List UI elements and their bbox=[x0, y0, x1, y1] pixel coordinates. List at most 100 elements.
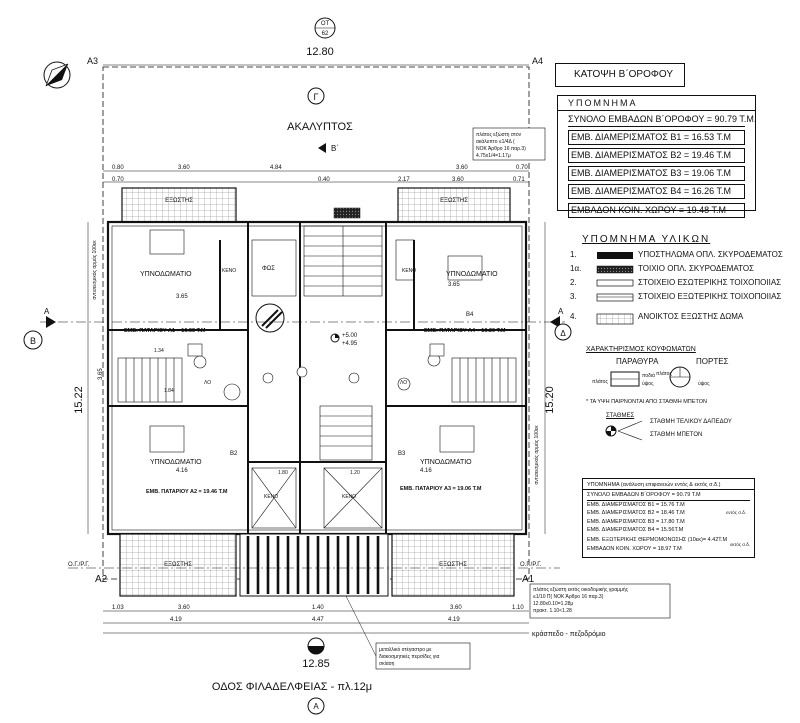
curb-label: κράσπεδο - πεζοδρόμιο bbox=[532, 630, 606, 638]
legend-area-b1: ΕΜΒ. ΔΙΑΜΕΡΙΣΜΑΤΟΣ Β1 = 16.53 Τ.Μ bbox=[568, 130, 745, 145]
dimension-chain-bottom bbox=[103, 610, 529, 634]
thermal-b2: ΕΜΒ. ΔΙΑΜΕΡΙΣΜΑΤΟΣ Β2 = 18.46 Τ.Μ bbox=[587, 510, 685, 517]
level-marker: +5.00 +4.95 bbox=[330, 333, 358, 347]
thermal-total: ΣΥΝΟΛΟ ΕΜΒΑΔΩΝ Β΄ΟΡΟΦΟΥ = 90.79 Τ.Μ bbox=[587, 491, 750, 501]
left-depth-dimension: 15.22 bbox=[73, 386, 85, 414]
svg-text:Γ: Γ bbox=[314, 92, 319, 102]
metal-canopy-louvres bbox=[239, 533, 389, 597]
svg-text:A: A bbox=[558, 307, 564, 316]
svg-text:0.71: 0.71 bbox=[513, 177, 525, 183]
area-label-a2: ΕΜΒ. ΠΑΤΑΡΙΟΥ Α2 = 19.46 Τ.Μ bbox=[146, 489, 228, 495]
ot-block-marker: ΟΤ 62 bbox=[314, 17, 336, 39]
corner-label-a1: A1 bbox=[522, 574, 535, 585]
legend-materials: ΥΠΟΜΝΗΜΑ ΥΛΙΚΩΝ 1.ΥΠΟΣΤΗΛΩΜΑ ΟΠΛ. ΣΚΥΡΟΔ… bbox=[570, 234, 790, 326]
akalyptos-label: ΑΚΑΛΥΠΤΟΣ bbox=[287, 121, 353, 133]
material-column-label: ΥΠΟΣΤΗΛΩΜΑ ΟΠΛ. ΣΚΥΡΟΔΕΜΑΤΟΣ bbox=[638, 250, 783, 259]
thermal-brace-note: εντός σ.δ. bbox=[726, 510, 746, 515]
svg-text:0.70: 0.70 bbox=[112, 177, 124, 183]
svg-text:B3: B3 bbox=[398, 451, 406, 457]
svg-text:ΕΞΩΣΤΗΣ: ΕΞΩΣΤΗΣ bbox=[164, 562, 192, 568]
svg-text:2.17: 2.17 bbox=[398, 177, 410, 183]
svg-text:4.84: 4.84 bbox=[270, 165, 282, 171]
legend-areas-title: ΥΠΟΜΝΗΜΑ bbox=[558, 96, 755, 111]
svg-text:Δ: Δ bbox=[560, 329, 566, 338]
svg-text:3.60: 3.60 bbox=[178, 165, 190, 171]
street-label: ΟΔΟΣ ΦΙΛΑΔΕΛΦΕΙΑΣ - πλ.12μ bbox=[212, 681, 372, 693]
svg-text:ΕΞΩΣΤΗΣ: ΕΞΩΣΤΗΣ bbox=[439, 562, 467, 568]
area-label-a4: ΕΜΒ. ΠΑΤΑΡΙΟΥ Α4 = 16.26 Τ.Μ bbox=[424, 328, 506, 334]
right-depth-dimension: 15.20 bbox=[544, 386, 556, 414]
openings-title: ΧΑΡΑΚΤΗΡΙΣΜΟΣ ΚΟΥΦΩΜΑΤΩΝ bbox=[586, 346, 696, 353]
svg-text:ΚΕΝΟ: ΚΕΝΟ bbox=[222, 268, 236, 274]
dimension-chain-top bbox=[103, 170, 529, 183]
title-block: ΚΑΤΟΨΗ Β΄ΟΡΟΦΟΥ bbox=[555, 63, 685, 87]
top-width-dimension: 12.80 bbox=[306, 46, 334, 58]
svg-text:1.20: 1.20 bbox=[350, 470, 360, 476]
svg-text:4.16: 4.16 bbox=[420, 468, 432, 474]
corner-label-a3: A3 bbox=[87, 56, 98, 66]
corner-label-a4: A4 bbox=[532, 56, 543, 66]
central-stair-bottom bbox=[319, 405, 373, 461]
material-open-balcony-label: ΑΝΟΙΚΤΟΣ ΕΞΩΣΤΗΣ ΔΩΜΑ bbox=[638, 312, 744, 321]
right-stair bbox=[451, 357, 517, 403]
svg-text:1.34: 1.34 bbox=[154, 348, 164, 354]
left-stair bbox=[117, 357, 183, 403]
bathroom-fixtures bbox=[187, 343, 445, 401]
side-note-left: αντισεισμικός αρμός 100εκ bbox=[91, 240, 98, 300]
svg-text:A: A bbox=[313, 702, 319, 711]
interior-walls bbox=[108, 222, 526, 534]
section-a-left-marker bbox=[46, 316, 56, 328]
svg-text:ΕΞΩΣΤΗΣ: ΕΞΩΣΤΗΣ bbox=[165, 198, 193, 204]
svg-text:3.60: 3.60 bbox=[456, 165, 468, 171]
svg-text:ΚΕΝΟ: ΚΕΝΟ bbox=[264, 494, 278, 500]
room-bedroom-b2: ΥΠΝΟΔΩΜΑΤΙΟ bbox=[150, 459, 202, 466]
level-concrete-label: ΣΤΑΘΜΗ ΜΠΕΤΟΝ bbox=[650, 432, 703, 438]
openings-window-label: ΠΑΡΑΘΥΡΑ bbox=[616, 357, 659, 366]
bottom-note: πλάτος εξώστη εκτός οικοδομικής γραμμής … bbox=[533, 586, 629, 614]
svg-text:A: A bbox=[44, 307, 50, 316]
og-label-left: Ο.Γ./Ρ.Γ. bbox=[68, 562, 90, 568]
material-wall-label: ΤΟΙΧΙΟ ΟΠΛ. ΣΚΥΡΟΔΕΜΑΤΟΣ bbox=[638, 264, 754, 273]
central-core-icon bbox=[255, 303, 285, 333]
corner-label-a2: A2 bbox=[95, 574, 108, 585]
ot-tag: ΟΤ bbox=[321, 21, 330, 27]
room-bedroom-b1: ΥΠΝΟΔΩΜΑΤΙΟ bbox=[140, 271, 192, 278]
beds bbox=[149, 229, 483, 453]
side-note-right: αντισεισμικός αρμός 100εκ bbox=[533, 425, 540, 485]
north-arrow-icon bbox=[43, 61, 71, 89]
svg-text:3.60: 3.60 bbox=[452, 177, 464, 183]
section-b-left-marker: B bbox=[23, 330, 43, 350]
og-label-right: Ο.Γ./Ρ.Γ. bbox=[520, 562, 542, 568]
bottom-width-dimension: 12.85 bbox=[302, 658, 330, 670]
level-floor-label: ΣΤΑΘΜΗ ΤΕΛΙΚΟΥ ΔΑΠΕΔΟΥ bbox=[650, 419, 732, 425]
legend-materials-title: ΥΠΟΜΝΗΜΑ ΥΛΙΚΩΝ bbox=[582, 234, 711, 245]
legend-area-b4: ΕΜΒ. ΔΙΑΜΕΡΙΣΜΑΤΟΣ Β4 = 16.26 Τ.Μ bbox=[568, 184, 745, 199]
voids bbox=[251, 239, 415, 529]
svg-text:0.40: 0.40 bbox=[318, 177, 330, 183]
svg-text:ΛΟ: ΛΟ bbox=[400, 380, 407, 386]
ot-number: 62 bbox=[322, 31, 329, 37]
svg-text:3.65: 3.65 bbox=[176, 294, 188, 300]
openings-note: * ΤΑ ΥΨΗ ΠΑΙΡΝΟΝΤΑΙ ΑΠΟ ΣΤΑΘΜΗ ΜΠΕΤΟΝ bbox=[586, 399, 707, 405]
section-gamma-marker: Γ bbox=[307, 87, 325, 105]
area-label-a3: ΕΜΒ. ΠΑΤΑΡΙΟΥ Α3 = 19.06 Τ.Μ bbox=[400, 486, 482, 492]
legend-area-common: ΕΜΒΑΔΟΝ ΚΟΙΝ. ΧΩΡΟΥ = 19.48 Τ.Μ bbox=[568, 203, 745, 218]
section-b-prime-top: B΄ bbox=[331, 144, 339, 153]
opening-symbols bbox=[610, 366, 691, 388]
levels-title: ΣΤΑΘΜΕΣ bbox=[606, 413, 635, 419]
canopy-note: μεταλλικό στέγαστρο με διακοσμητικές περ… bbox=[379, 646, 441, 667]
svg-text:ΚΕΝΟ: ΚΕΝΟ bbox=[402, 268, 416, 274]
balcony-top-right bbox=[397, 187, 511, 223]
legend-area-b2: ΕΜΒ. ΔΙΑΜΕΡΙΣΜΑΤΟΣ Β2 = 19.46 Τ.Μ bbox=[568, 148, 745, 163]
svg-text:ΕΞΩΣΤΗΣ: ΕΞΩΣΤΗΣ bbox=[440, 198, 468, 204]
material-internal-wall-label: ΣΤΟΙΧΕΙΟ ΕΣΩΤΕΡΙΚΗΣ ΤΟΙΧΟΠΟΙΙΑΣ bbox=[638, 278, 782, 287]
top-note: πλάτος εξώστη στον ακάλυπτο ≤1/4Δ ( ΝΟΚ … bbox=[476, 131, 527, 159]
section-bottom-marker bbox=[307, 637, 325, 655]
svg-text:+4.95: +4.95 bbox=[342, 341, 358, 347]
material-external-wall-label: ΣΤΟΙΧΕΙΟ ΕΞΩΤΕΡΙΚΗΣ ΤΟΙΧΟΠΟΙΙΑΣ bbox=[638, 292, 782, 301]
svg-text:ΛΟ: ΛΟ bbox=[204, 380, 211, 386]
svg-text:3.65: 3.65 bbox=[98, 368, 104, 380]
svg-text:1.03: 1.03 bbox=[112, 605, 124, 611]
thermal-insulation: ΕΜΒ. ΕΞΩΤΕΡΙΚΗΣ ΘΕΡΜΟΜΟΝΩΣΗΣ (10εκ)= 4.4… bbox=[587, 537, 728, 544]
balcony-bottom-right bbox=[391, 533, 515, 597]
